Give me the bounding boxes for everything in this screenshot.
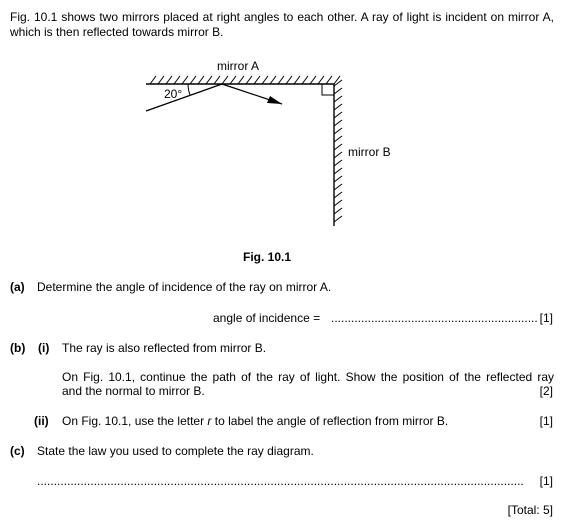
part-b-i-marker: (i) [38,341,50,355]
intro-text: Fig. 10.1 shows two mirrors placed at ri… [10,10,554,39]
angle-arc [187,83,191,96]
mirror-a-label: mirror A [217,59,259,73]
hatch-mark [245,75,253,85]
part-a-question: Determine the angle of incidence of the … [37,280,332,294]
hatch-mark [333,167,343,175]
hatch-mark [165,75,173,85]
hatch-mark [333,119,343,127]
hatch-mark [181,75,189,85]
angle-label: 20° [164,87,182,101]
part-b-marker: (b) [10,341,26,355]
hatch-mark [333,79,343,87]
figure-caption: Fig. 10.1 [243,250,292,264]
hatch-mark [333,215,343,223]
total-marks: [Total: 5] [507,503,553,517]
hatch-mark [317,75,325,85]
law-answer-line[interactable]: ........................................… [37,474,524,488]
incident-ray [145,83,223,112]
hatch-mark [293,75,301,85]
part-c-marks: [1] [539,474,553,488]
hatch-mark [269,75,277,85]
hatch-mark [309,75,317,85]
hatch-mark [149,75,157,85]
hatch-mark [213,75,221,85]
hatch-mark [221,75,229,85]
hatch-mark [197,75,205,85]
hatch-mark [333,207,343,215]
hatch-mark [333,87,343,95]
hatch-mark [333,183,343,191]
hatch-mark [237,75,245,85]
hatch-mark [333,143,343,151]
reflected-ray-arrowhead [267,96,282,104]
hatch-mark [333,75,341,85]
mirror-b-hatching [333,79,343,223]
letter-r: r [207,414,212,428]
part-b-i-instruction-line1: On Fig. 10.1, continue the path of the r… [62,370,554,384]
hatch-mark [333,111,343,119]
hatch-mark [173,75,181,85]
part-b-i-marks: [2] [539,384,553,398]
part-b-i-instruction-line2: and the normal to mirror B. [62,384,205,398]
hatch-mark [333,199,343,207]
right-angle-marker [321,84,334,96]
hatch-mark [333,103,343,111]
hatch-mark [205,75,213,85]
part-b-ii-instruction: On Fig. 10.1, use the letter r to label … [62,414,449,428]
hatch-mark [285,75,293,85]
part-b-i-statement: The ray is also reflected from mirror B. [62,341,267,355]
angle-of-incidence-answer-line[interactable]: ........................................… [331,311,537,325]
part-b-ii-marks: [1] [539,414,553,428]
hatch-mark [333,175,343,183]
part-a-marker: (a) [10,280,25,294]
hatch-mark [253,75,261,85]
hatch-mark [333,95,343,103]
hatch-mark [333,151,343,159]
hatch-mark [333,127,343,135]
part-b-ii-marker: (ii) [34,414,49,428]
hatch-mark [277,75,285,85]
part-c-question: State the law you used to complete the r… [37,444,314,458]
hatch-mark [189,75,197,85]
hatch-mark [333,159,343,167]
hatch-mark [333,191,343,199]
part-a-marks: [1] [539,311,553,325]
hatch-mark [333,135,343,143]
mirror-a-hatching [149,75,341,85]
hatch-mark [157,75,165,85]
part-c-marker: (c) [10,444,25,458]
angle-of-incidence-label: angle of incidence = [213,311,321,325]
hatch-mark [301,75,309,85]
mirror-b-label: mirror B [348,145,391,159]
hatch-mark [229,75,237,85]
hatch-mark [325,75,333,85]
hatch-mark [261,75,269,85]
